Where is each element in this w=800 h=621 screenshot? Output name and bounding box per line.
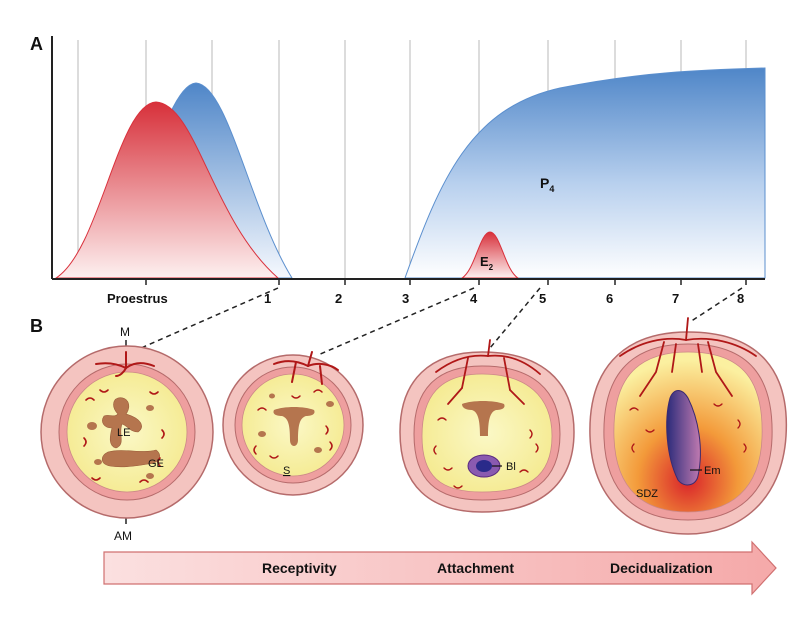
x-tick-labels: Proestrus 1 2 3 4 5 6 7 8: [107, 291, 744, 306]
mesometrial-marker: M: [120, 325, 130, 339]
uterus-stage-decidualization: Em SDZ: [589, 317, 788, 535]
antimesometrial-marker: AM: [114, 529, 132, 543]
progesterone-curve: [404, 67, 766, 279]
tick-label-7: 7: [672, 291, 679, 306]
e2-label: E2: [480, 254, 494, 272]
axes: [51, 36, 765, 280]
phase-arrow: [103, 540, 777, 596]
p4-label: P4: [540, 175, 554, 194]
tick-label-2: 2: [335, 291, 342, 306]
tick-label-6: 6: [606, 291, 613, 306]
tick-label-1: 1: [264, 291, 271, 306]
label-sdz: SDZ: [636, 488, 658, 500]
tick-label-5: 5: [539, 291, 546, 306]
tick-label-proestrus: Proestrus: [107, 291, 168, 306]
label-em: Em: [704, 465, 721, 477]
tick-label-3: 3: [402, 291, 409, 306]
phase-label-receptivity: Receptivity: [262, 560, 337, 576]
estrogen-small-peak: [460, 231, 520, 279]
panel-b-label: B: [30, 316, 43, 336]
label-s: S: [283, 465, 290, 477]
uterus-stage-proestrus: LE GE: [40, 345, 214, 519]
label-bl: Bl: [506, 461, 516, 473]
panel-a-label: A: [30, 34, 43, 54]
proestrus-estrogen-peak: [54, 101, 280, 279]
connector-lines: [131, 287, 743, 356]
tick-label-8: 8: [737, 291, 744, 306]
tick-label-4: 4: [470, 291, 478, 306]
label-ge: GE: [148, 458, 164, 470]
uterus-stage-attachment: Bl: [399, 339, 575, 513]
label-le: LE: [117, 427, 130, 439]
axis-ticks: [145, 279, 747, 285]
uterus-stage-receptive: S: [222, 351, 364, 496]
phase-label-attachment: Attachment: [437, 560, 514, 576]
phase-label-decidualization: Decidualization: [610, 560, 713, 576]
